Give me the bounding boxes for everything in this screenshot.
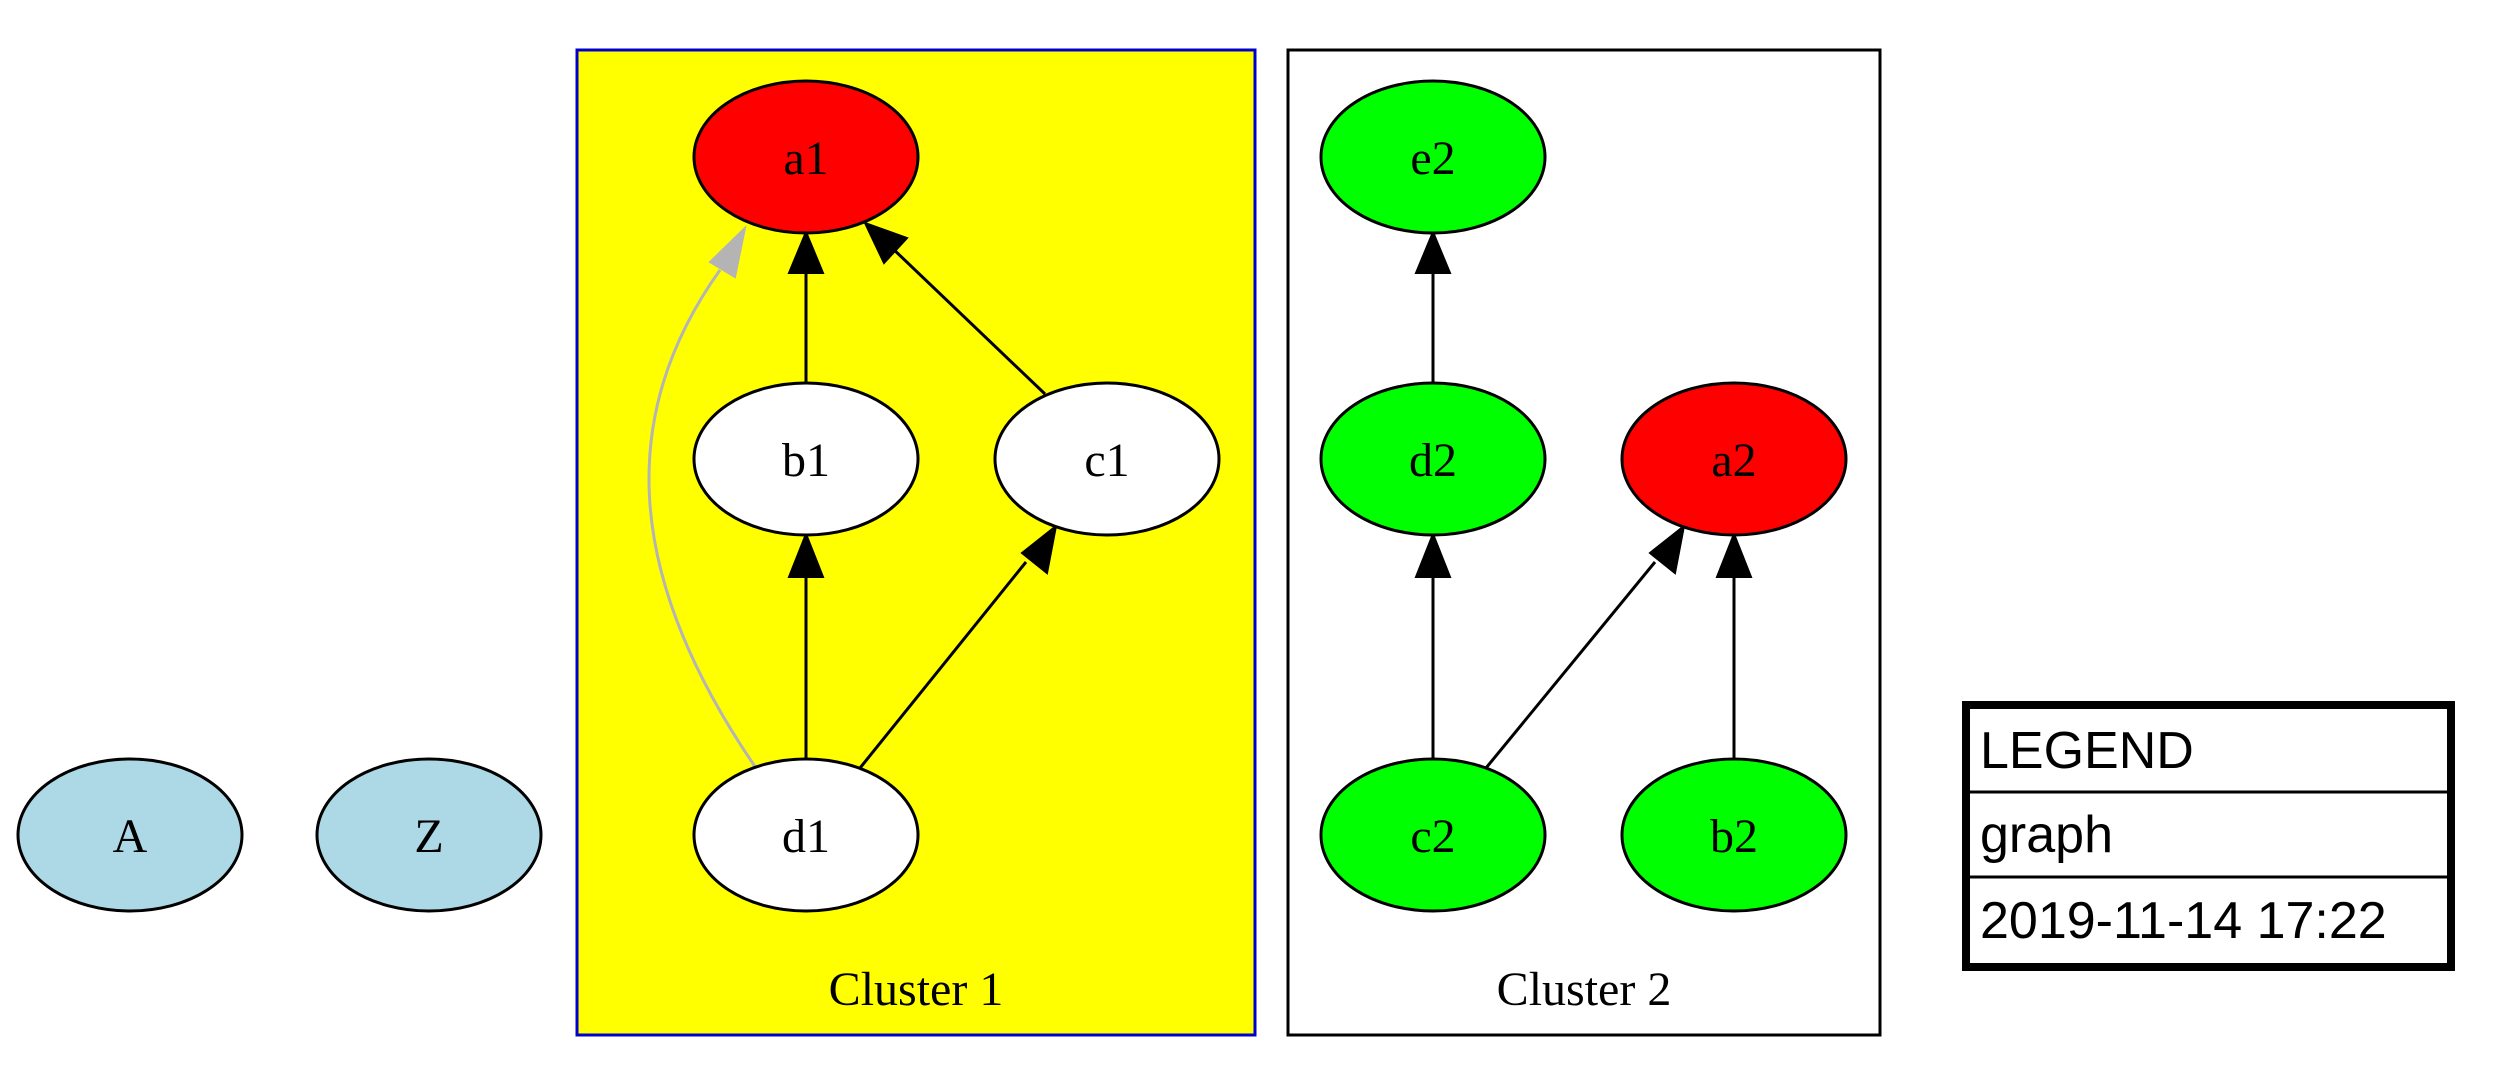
node-e2[interactable]: e2	[1319, 79, 1547, 235]
arrowhead-d1-b1	[787, 531, 825, 578]
legend: LEGEND graph 2019-11-14 17:22	[1962, 701, 2455, 971]
edge-c1-a1	[888, 244, 1047, 396]
node-label-c1: c1	[1084, 434, 1129, 487]
node-label-d2: d2	[1409, 434, 1457, 487]
node-label-d1: d1	[782, 810, 830, 863]
node-label-b2: b2	[1710, 810, 1758, 863]
legend-title: LEGEND	[1980, 722, 2194, 780]
arrowhead-c1-a1	[863, 221, 909, 265]
node-d2[interactable]: d2	[1319, 381, 1547, 537]
node-label-A: A	[113, 810, 148, 863]
cluster-1-box	[575, 48, 1257, 1037]
node-A[interactable]: A	[16, 757, 244, 913]
arrowhead-d1-a1	[708, 225, 747, 279]
cluster-1-label: Cluster 1	[829, 963, 1004, 1016]
arrowhead-d2-e2	[1414, 229, 1452, 274]
node-label-c2: c2	[1410, 810, 1455, 863]
edge-d1-a1	[647, 269, 758, 769]
arrowhead-c2-d2	[1414, 531, 1452, 578]
arrowhead-c2-a2	[1648, 523, 1686, 575]
node-b1[interactable]: b1	[692, 381, 920, 537]
node-c2[interactable]: c2	[1319, 757, 1547, 913]
legend-graph-name: graph	[1980, 806, 2113, 864]
legend-box	[1962, 701, 2455, 971]
arrowhead-b2-a2	[1715, 531, 1753, 578]
cluster-2-label: Cluster 2	[1497, 963, 1672, 1016]
node-Z[interactable]: Z	[315, 757, 543, 913]
node-label-a2: a2	[1711, 434, 1756, 487]
legend-timestamp: 2019-11-14 17:22	[1980, 892, 2387, 950]
edges-layer	[647, 221, 1753, 769]
arrowhead-d1-c1	[1020, 523, 1058, 575]
node-a1[interactable]: a1	[692, 79, 920, 235]
node-d1[interactable]: d1	[692, 757, 920, 913]
node-b2[interactable]: b2	[1620, 757, 1848, 913]
node-c1[interactable]: c1	[993, 381, 1221, 537]
node-label-e2: e2	[1410, 132, 1455, 185]
node-label-a1: a1	[783, 132, 828, 185]
edge-d1-c1	[858, 561, 1028, 769]
nodes-layer: A Z a1 b1 c1 d1 e2 d2	[16, 79, 1848, 913]
cluster-1: Cluster 1	[575, 48, 1257, 1037]
node-label-Z: Z	[414, 810, 443, 863]
edge-c2-a2	[1484, 561, 1657, 769]
node-label-b1: b1	[782, 434, 830, 487]
node-a2[interactable]: a2	[1620, 381, 1848, 537]
arrowhead-b1-a1	[787, 229, 825, 274]
